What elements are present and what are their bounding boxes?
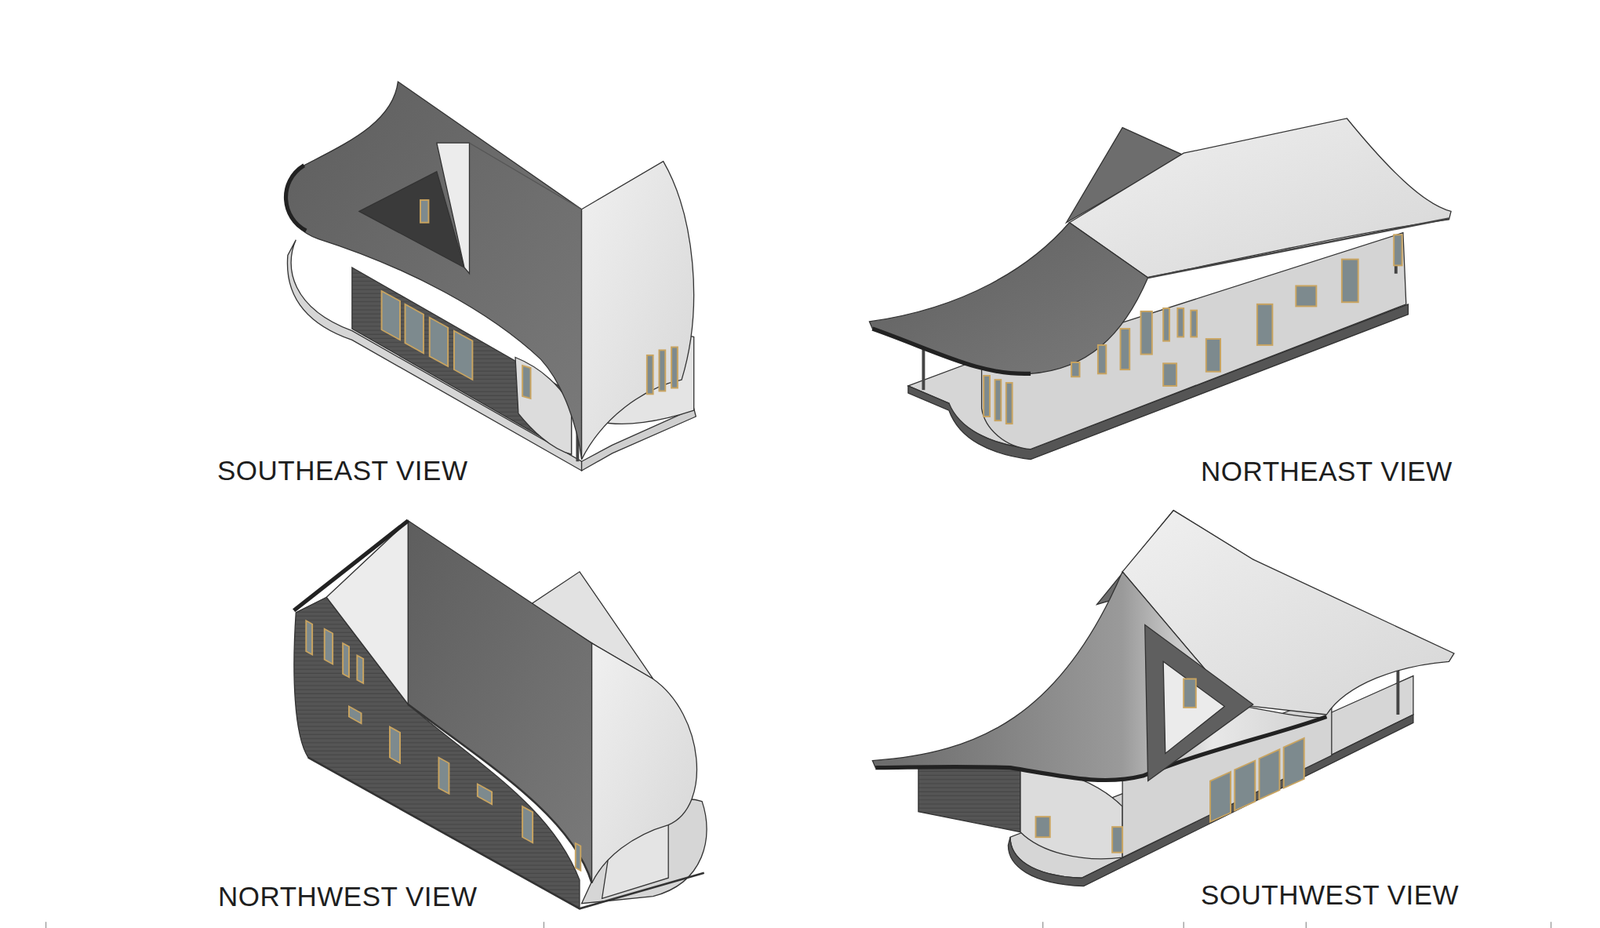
door (1112, 826, 1123, 853)
window (1098, 345, 1106, 374)
cone-roof (872, 571, 1327, 781)
window (671, 346, 678, 388)
window (405, 304, 424, 353)
window (420, 200, 429, 223)
window (1163, 363, 1177, 386)
window (1206, 338, 1221, 372)
roof-edge (1148, 218, 1450, 278)
window (305, 620, 313, 655)
window (1183, 678, 1197, 707)
dark-roof (407, 520, 592, 884)
roof-edge (294, 520, 409, 611)
view-title: NORTHEAST VIEW (1200, 457, 1453, 485)
window (658, 349, 666, 391)
window (983, 375, 990, 417)
dark-roof (869, 222, 1148, 375)
tick-marks (46, 921, 1552, 928)
window (575, 843, 582, 871)
tick (45, 921, 47, 928)
windows (305, 620, 581, 871)
window (994, 379, 1001, 421)
window (356, 655, 364, 684)
window (324, 629, 333, 665)
roof-edge (286, 165, 307, 231)
column (921, 345, 925, 390)
light-roof (581, 161, 695, 460)
window (342, 643, 350, 677)
window (1210, 771, 1231, 822)
window (1257, 304, 1273, 346)
door (1036, 816, 1051, 837)
windows (983, 234, 1402, 424)
southeast-building (286, 81, 697, 471)
tick (1305, 921, 1307, 928)
window (381, 290, 400, 340)
light-roof (592, 643, 698, 884)
roof-edge (872, 328, 1031, 374)
dark-roof (286, 81, 582, 460)
window (454, 330, 473, 380)
window (1120, 328, 1131, 370)
window (1393, 234, 1402, 266)
window (1177, 308, 1184, 337)
window (1163, 308, 1170, 342)
window (477, 783, 492, 804)
northeast-building (869, 118, 1451, 460)
northwest-building (294, 520, 707, 910)
window (1258, 749, 1280, 800)
light-gable (326, 520, 408, 705)
dormer-face (1163, 661, 1225, 753)
window (1234, 760, 1255, 811)
window (1283, 738, 1305, 789)
dormer-opening (1145, 624, 1254, 781)
brick-wall (918, 767, 1021, 833)
window (1141, 311, 1153, 355)
window (522, 806, 533, 843)
window (349, 706, 362, 724)
window (1071, 362, 1080, 377)
light-roof (1069, 118, 1451, 278)
tick (1042, 921, 1044, 928)
window (522, 365, 531, 399)
roof-edge (407, 704, 592, 884)
tick (1550, 921, 1552, 928)
window (1006, 382, 1013, 424)
window (1190, 310, 1197, 338)
view-title: SOUTHEAST VIEW (217, 456, 468, 484)
window (389, 727, 400, 764)
tick (543, 921, 545, 928)
tick (1183, 921, 1185, 928)
view-title: SOUTHWEST VIEW (1200, 880, 1459, 909)
windows (1036, 678, 1305, 852)
window (1295, 285, 1317, 306)
windows (381, 200, 678, 399)
southwest-building (872, 510, 1455, 887)
window (1341, 259, 1359, 303)
window (429, 317, 448, 367)
window (647, 355, 654, 394)
ridge-line (469, 142, 582, 210)
dormer-side (436, 142, 470, 274)
window (438, 757, 449, 794)
view-title: NORTHWEST VIEW (218, 882, 477, 910)
